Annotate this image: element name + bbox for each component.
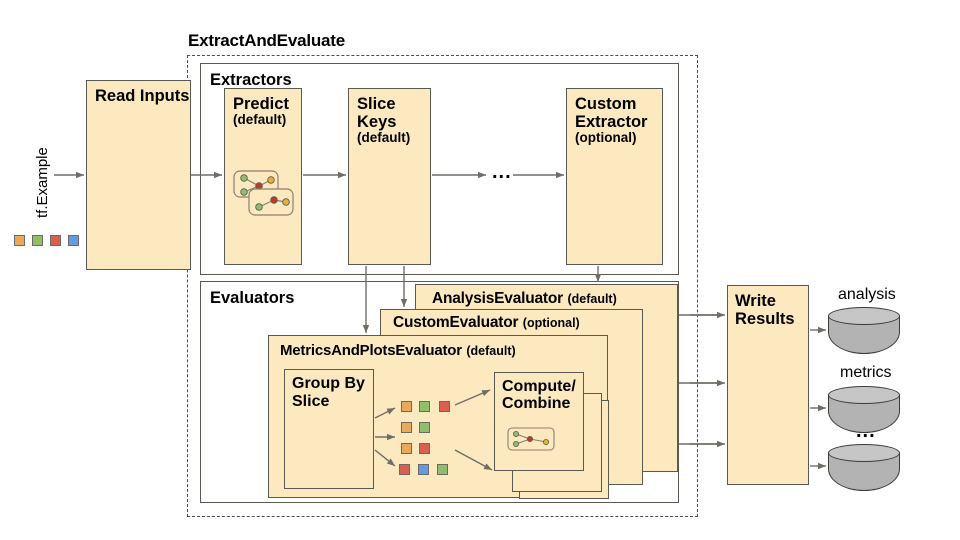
predict-title: Predict (233, 95, 289, 113)
slice-chip (418, 464, 429, 475)
input-chip-red (50, 235, 61, 246)
custom-extractor-label: Custom Extractor (optional) (575, 95, 662, 146)
model-graph-icon (233, 170, 294, 216)
custom-extractor-node[interactable]: Custom Extractor (optional) (566, 88, 663, 265)
slice-keys-qualifier: (default) (357, 130, 411, 146)
read-inputs-node[interactable]: Read Inputs (86, 80, 191, 270)
analysis-evaluator-qualifier: (default) (567, 292, 617, 306)
slice-chip (419, 401, 430, 412)
custom-evaluator-qualifier: (optional) (522, 316, 580, 330)
output-label-metrics: metrics (840, 364, 892, 381)
custom-evaluator-title: CustomEvaluator (393, 314, 519, 331)
extract-and-evaluate-title: ExtractAndEvaluate (188, 31, 346, 50)
predict-qualifier: (default) (233, 112, 287, 128)
compute-combine-label: Compute/ Combine (502, 378, 576, 413)
plot-graph-icon (507, 427, 555, 451)
predict-node[interactable]: Predict (default) (224, 88, 302, 265)
metrics-and-plots-evaluator-qualifier: (default) (466, 344, 516, 358)
cylinder-top (828, 307, 900, 325)
metrics-and-plots-evaluator-title: MetricsAndPlotsEvaluator (280, 342, 462, 359)
output-label-ellipsis: ... (856, 420, 876, 442)
slice-keys-label: Slice Keys (default) (357, 95, 430, 146)
slice-chip (401, 443, 412, 454)
slice-chip (401, 401, 412, 412)
slice-keys-node[interactable]: Slice Keys (default) (348, 88, 431, 265)
custom-evaluator-label: CustomEvaluator (optional) (393, 314, 580, 332)
slice-chip (437, 464, 448, 475)
write-results-node[interactable]: Write Results (727, 285, 809, 485)
extractors-group-label: Extractors (210, 71, 292, 89)
input-chip-green (32, 235, 43, 246)
evaluators-group-label: Evaluators (210, 289, 295, 307)
output-store-metrics[interactable] (828, 386, 900, 434)
predict-label: Predict (default) (233, 95, 289, 128)
slice-chip (439, 401, 450, 412)
input-chip-blue (68, 235, 79, 246)
output-label-analysis: analysis (838, 286, 896, 303)
slice-chip (401, 422, 412, 433)
slice-chip (419, 443, 430, 454)
input-chip-orange (14, 235, 25, 246)
extract-and-evaluate-container (187, 55, 698, 517)
metrics-and-plots-evaluator-node[interactable]: MetricsAndPlotsEvaluator (default) Group… (268, 335, 609, 499)
group-by-slice-label: Group By Slice (292, 375, 365, 410)
write-results-label: Write Results (735, 292, 795, 329)
slice-keys-title: Slice Keys (357, 95, 397, 132)
output-store-analysis[interactable] (828, 307, 900, 355)
tf-example-label: tf.Example (34, 147, 51, 218)
custom-extractor-qualifier: (optional) (575, 130, 637, 146)
compute-combine-node[interactable]: Compute/ Combine (494, 372, 584, 471)
custom-extractor-title: Custom Extractor (575, 95, 648, 132)
cylinder-top (828, 386, 900, 404)
metrics-and-plots-evaluator-label: MetricsAndPlotsEvaluator (default) (280, 342, 516, 360)
extractors-group: Extractors (200, 63, 679, 275)
extractors-ellipsis: ... (492, 161, 512, 183)
slice-chip (419, 422, 430, 433)
output-store-other[interactable] (828, 444, 900, 492)
read-inputs-label: Read Inputs (95, 87, 190, 105)
cylinder-top (828, 444, 900, 462)
evaluators-group: Evaluators (200, 281, 679, 503)
analysis-evaluator-title: AnalysisEvaluator (432, 290, 563, 307)
slice-chip (399, 464, 410, 475)
analysis-evaluator-label: AnalysisEvaluator (default) (432, 290, 617, 308)
group-by-slice-node[interactable]: Group By Slice (284, 369, 374, 489)
